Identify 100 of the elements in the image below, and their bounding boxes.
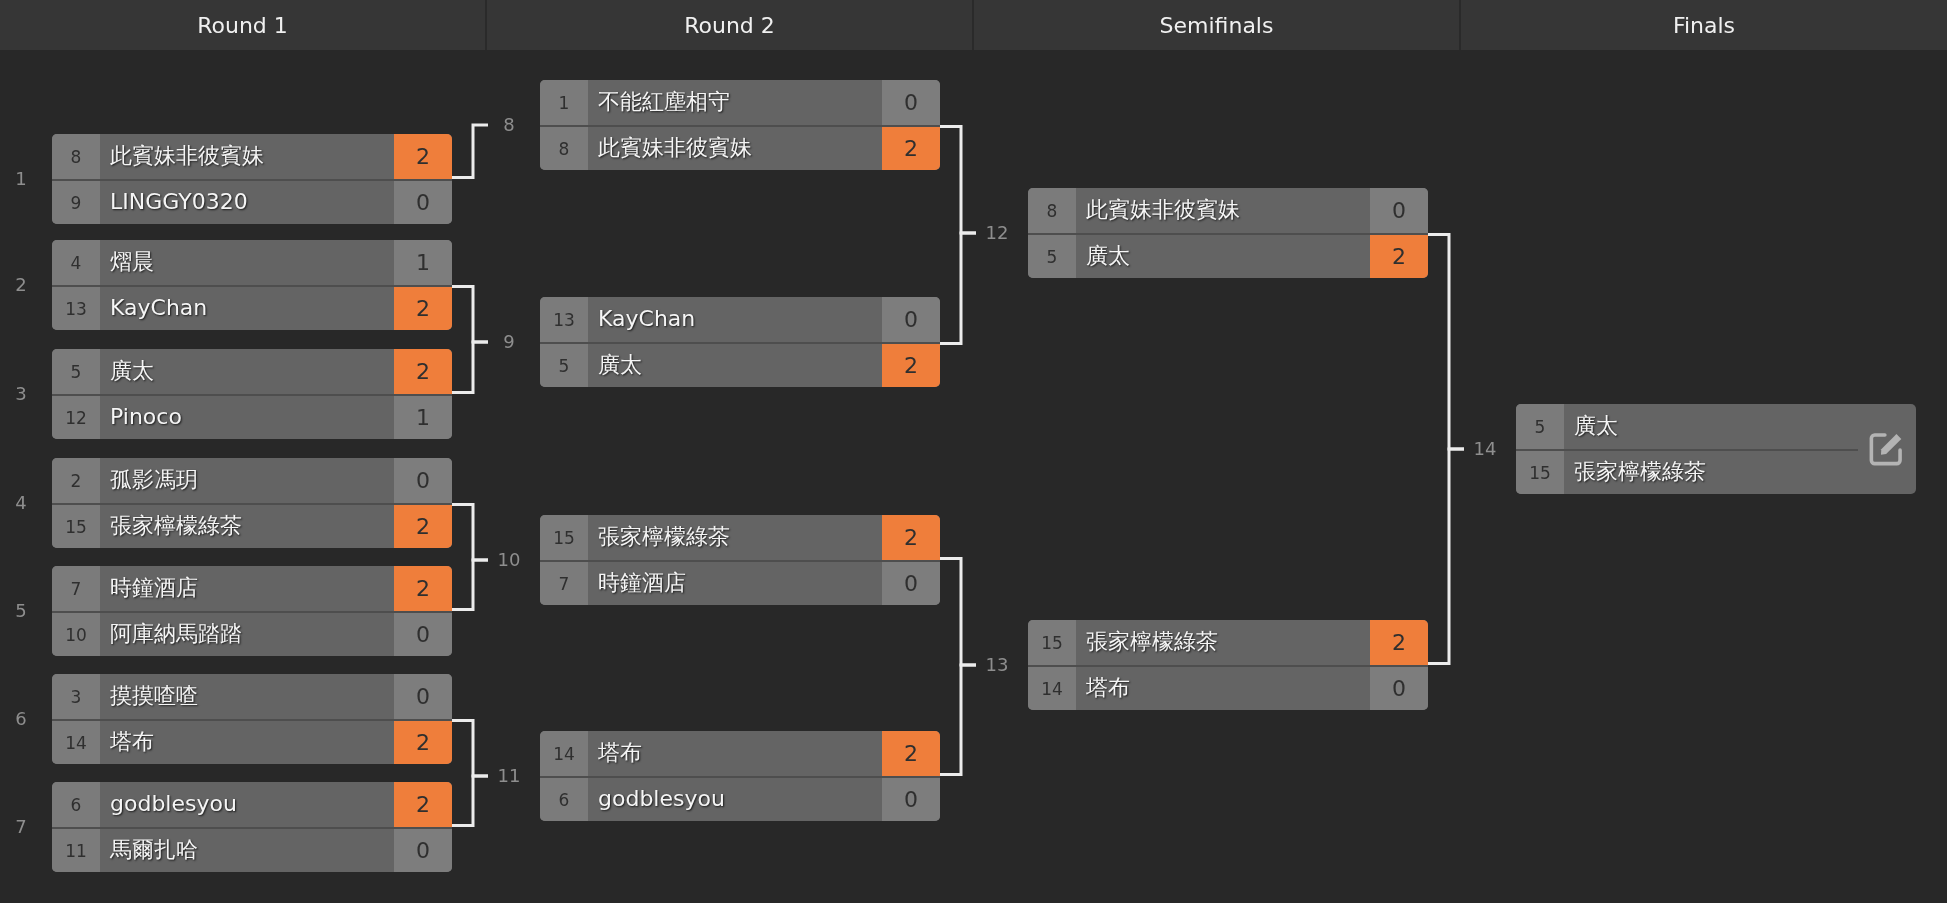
score: 0: [882, 80, 940, 125]
player-row: [52, 566, 452, 611]
match-number: 3: [15, 383, 27, 405]
seed-number: 7: [540, 562, 588, 605]
player-row: [52, 782, 452, 827]
player-name: 廣太: [1574, 413, 1618, 440]
player-name: 此賓妹非彼賓妹: [1086, 197, 1240, 224]
bracket-line: [1428, 447, 1464, 665]
column-header: Round 2: [487, 0, 974, 50]
score: 2: [394, 287, 452, 330]
player-name: 熠晨: [110, 249, 154, 276]
player-name: 時鐘酒店: [110, 575, 198, 602]
player-name: 阿庫納馬踏踏: [110, 621, 242, 648]
player-row: [540, 297, 940, 342]
match-number: 6: [15, 708, 27, 730]
bracket-line: [940, 663, 976, 776]
score: 0: [1370, 188, 1428, 233]
score: 0: [882, 778, 940, 821]
player-row: [52, 134, 452, 179]
player-name: 廣太: [598, 352, 642, 379]
seed-number: 11: [52, 829, 100, 872]
column-header: Finals: [1461, 0, 1947, 50]
score: 1: [394, 396, 452, 439]
player-name: 不能紅塵相守: [598, 89, 730, 116]
player-row: [1516, 449, 1858, 494]
player-name: 張家檸檬綠茶: [110, 513, 242, 540]
player-name: godblesyou: [110, 791, 237, 818]
seed-number: 14: [540, 731, 588, 776]
seed-number: 12: [52, 396, 100, 439]
seed-number: 8: [52, 134, 100, 179]
player-row: [52, 394, 452, 439]
player-name: 張家檸檬綠茶: [1574, 459, 1706, 486]
seed-number: 5: [540, 344, 588, 387]
seed-number: 14: [52, 721, 100, 764]
seed-number: 7: [52, 566, 100, 611]
player-name: 張家檸檬綠茶: [598, 524, 730, 551]
player-row: [52, 503, 452, 548]
seed-number: 13: [540, 297, 588, 342]
score: 2: [882, 344, 940, 387]
match-number: 13: [985, 654, 1009, 676]
player-row: [1028, 188, 1428, 233]
column-header: Semifinals: [974, 0, 1461, 50]
player-name: 廣太: [1086, 243, 1130, 270]
seed-number: 14: [1028, 667, 1076, 710]
match-number: 12: [985, 222, 1009, 244]
match-number: 4: [15, 492, 27, 514]
seed-number: 15: [1516, 451, 1564, 494]
score: 0: [882, 562, 940, 605]
score: 0: [394, 829, 452, 872]
player-row: [52, 611, 452, 656]
player-name: 塔布: [110, 729, 154, 756]
seed-number: 10: [52, 613, 100, 656]
player-row: [1028, 620, 1428, 665]
player-name: 摸摸喳喳: [110, 683, 198, 710]
score: 1: [394, 240, 452, 285]
seed-number: 1: [540, 80, 588, 125]
seed-number: 4: [52, 240, 100, 285]
player-name: 塔布: [598, 740, 642, 767]
player-row: [52, 674, 452, 719]
score: 0: [882, 297, 940, 342]
match-number: 2: [15, 274, 27, 296]
player-row: [540, 515, 940, 560]
score: 2: [394, 782, 452, 827]
player-name: 此賓妹非彼賓妹: [598, 135, 752, 162]
player-name: 孤影馮玥: [110, 467, 198, 494]
score: 2: [1370, 620, 1428, 665]
seed-number: 5: [1028, 235, 1076, 278]
seed-number: 5: [52, 349, 100, 394]
player-row: [52, 827, 452, 872]
player-name: godblesyou: [598, 786, 725, 813]
player-row: [540, 125, 940, 170]
player-name: 廣太: [110, 358, 154, 385]
player-name: Pinoco: [110, 404, 182, 431]
score: 2: [394, 505, 452, 548]
match-number: 9: [503, 331, 515, 353]
player-name: 時鐘酒店: [598, 570, 686, 597]
match-number: 5: [15, 600, 27, 622]
seed-number: 5: [1516, 404, 1564, 449]
seed-number: 8: [540, 127, 588, 170]
score: 2: [394, 721, 452, 764]
score: 2: [882, 127, 940, 170]
score: 0: [394, 181, 452, 224]
player-row: [540, 731, 940, 776]
match-number: 14: [1473, 438, 1497, 460]
score: 2: [394, 349, 452, 394]
bracket-line: [452, 340, 488, 394]
seed-number: 2: [52, 458, 100, 503]
player-row: [52, 349, 452, 394]
player-name: 張家檸檬綠茶: [1086, 629, 1218, 656]
player-row: [52, 458, 452, 503]
player-row: [1028, 665, 1428, 710]
bracket-line: [452, 558, 488, 611]
player-name: 馬爾扎哈: [110, 837, 198, 864]
match-number: 11: [497, 765, 521, 787]
score: 2: [882, 731, 940, 776]
score: 0: [394, 613, 452, 656]
player-name: 此賓妹非彼賓妹: [110, 143, 264, 170]
player-row: [540, 80, 940, 125]
score: 2: [1370, 235, 1428, 278]
column-header: Round 1: [0, 0, 487, 50]
